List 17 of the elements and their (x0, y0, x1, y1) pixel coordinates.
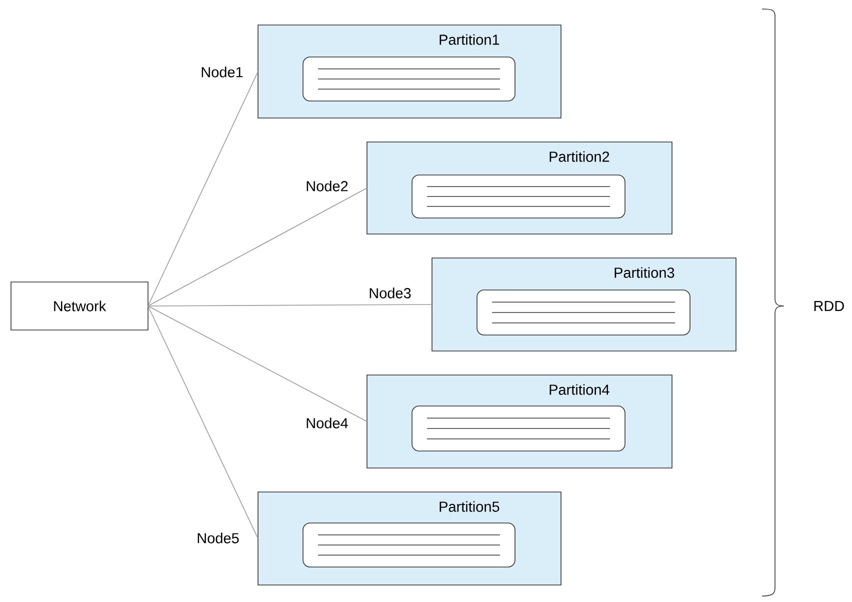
connector-line (148, 306, 368, 422)
data-block (476, 290, 690, 336)
data-block (302, 56, 516, 102)
edge-label: Node4 (306, 418, 348, 428)
data-block (412, 174, 626, 218)
network-box: Network (10, 282, 148, 330)
connector-line (148, 304, 432, 306)
data-block (302, 522, 516, 568)
edge-label: Node5 (198, 532, 239, 544)
connector-line (148, 306, 258, 539)
edge-label: Node1 (202, 66, 243, 78)
data-block (412, 406, 626, 452)
edge-label: Node2 (306, 180, 348, 192)
connector-line (148, 71, 258, 306)
edge-label: Node3 (370, 288, 411, 298)
connector-line (148, 188, 368, 306)
brace-label: RDD (814, 301, 844, 311)
